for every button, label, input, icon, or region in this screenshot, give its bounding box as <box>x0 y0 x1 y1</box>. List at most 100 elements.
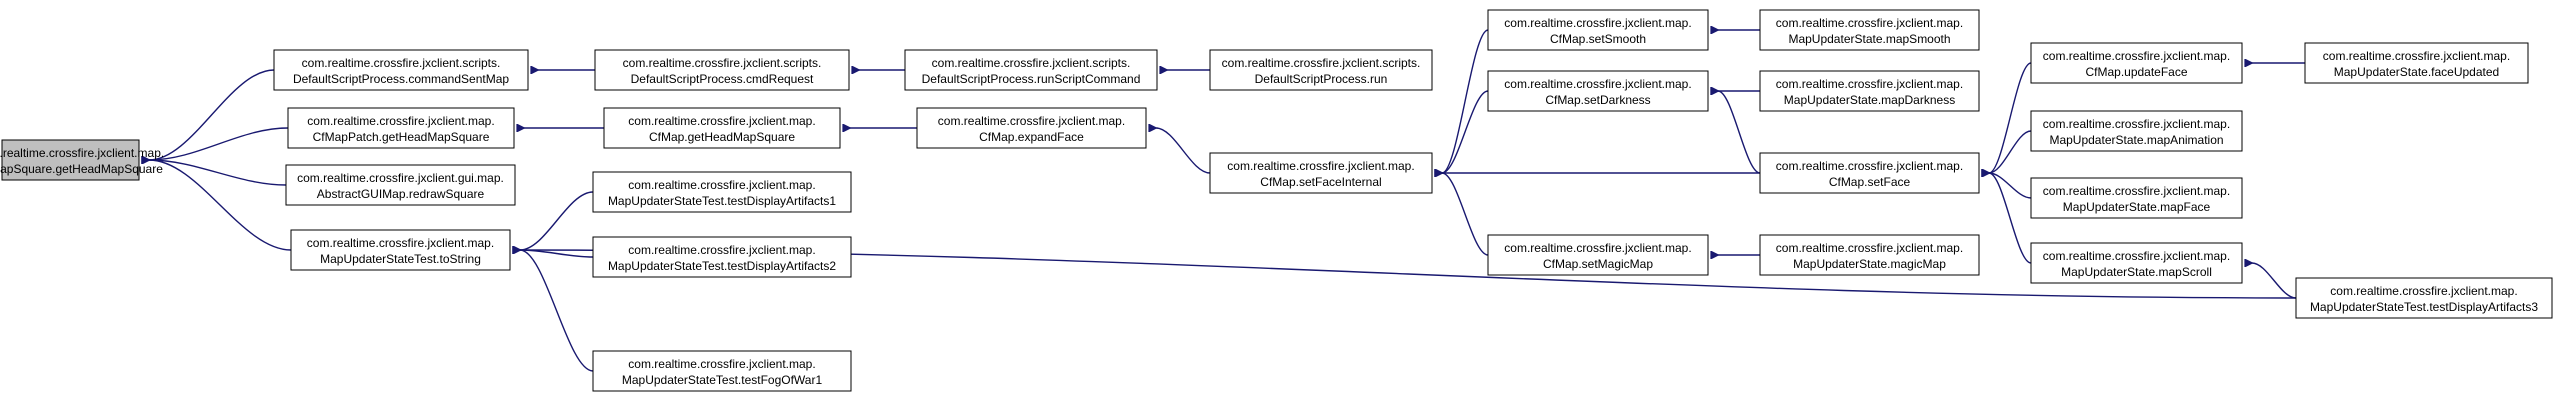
node-box <box>2030 242 2243 284</box>
node-method-label: DefaultScriptProcess.commandSentMap <box>293 72 509 86</box>
node-box <box>1487 234 1709 276</box>
node-box <box>594 49 850 91</box>
edge-cfmap-updateface-to-cfmap-setface <box>1989 62 2032 173</box>
node-package-label: com.realtime.crossfire.jxclient.scripts. <box>623 56 822 70</box>
edge-mus-mapanimation-to-cfmap-setface <box>1989 130 2032 173</box>
node-box <box>904 49 1158 91</box>
node-package-label: com.realtime.crossfire.jxclient.map. <box>938 114 1125 128</box>
node-dsp-cmdrequest[interactable]: com.realtime.crossfire.jxclient.scripts.… <box>594 49 850 91</box>
node-package-label: com.realtime.crossfire.jxclient.map. <box>628 178 815 192</box>
node-package-label: com.realtime.crossfire.jxclient.map. <box>1504 77 1691 91</box>
node-method-label: CfMap.setDarkness <box>1545 93 1650 107</box>
node-method-label: MapUpdaterState.mapScroll <box>2061 265 2212 279</box>
node-package-label: com.realtime.crossfire.jxclient.scripts. <box>932 56 1131 70</box>
node-box <box>2295 277 2553 319</box>
node-must-testda1[interactable]: com.realtime.crossfire.jxclient.map.MapU… <box>592 171 852 213</box>
node-box <box>592 171 852 213</box>
node-method-label: CfMap.setMagicMap <box>1543 257 1653 271</box>
node-method-label: MapUpdaterStateTest.testFogOfWar1 <box>622 373 823 387</box>
node-box <box>290 229 511 271</box>
node-method-label: DefaultScriptProcess.runScriptCommand <box>922 72 1141 86</box>
nodes: com.realtime.crossfire.jxclient.map. CfMa… <box>0 9 2553 392</box>
node-box <box>285 164 516 206</box>
node-cfmap-setsmooth[interactable]: com.realtime.crossfire.jxclient.map. CfMa… <box>1487 9 1709 51</box>
node-package-label: com.realtime.crossfire.jxclient.map. <box>1504 16 1691 30</box>
node-cfmap-setmagicmap[interactable]: com.realtime.crossfire.jxclient.map. CfMa… <box>1487 234 1709 276</box>
node-method-label: MapUpdaterState.mapFace <box>2063 200 2211 214</box>
node-mus-mapface[interactable]: com.realtime.crossfire.jxclient.map. MapU… <box>2030 177 2243 219</box>
node-cfmap-setfaceinternal[interactable]: com.realtime.crossfire.jxclient.map. CfMa… <box>1209 152 1433 194</box>
node-package-label: com.realtime.crossfire.jxclient.map. <box>2330 284 2517 298</box>
node-box <box>2030 42 2243 84</box>
node-package-label: com.realtime.crossfire.jxclient.map. <box>1776 241 1963 255</box>
node-abstractgui-redraw[interactable]: com.realtime.crossfire.jxclient.gui.map.… <box>285 164 516 206</box>
node-dsp-run[interactable]: com.realtime.crossfire.jxclient.scripts.… <box>1209 49 1433 91</box>
node-method-label: MapUpdaterState.mapAnimation <box>2049 133 2223 147</box>
node-package-label: com.realtime.crossfire.jxclient.map. <box>2043 49 2230 63</box>
node-package-label: com.realtime.crossfire.jxclient.scripts. <box>302 56 501 70</box>
node-mus-magicmap[interactable]: com.realtime.crossfire.jxclient.map. MapU… <box>1759 234 1980 276</box>
node-method-label: CfMap.setSmooth <box>1550 32 1646 46</box>
node-method-label: CfMap.setFaceInternal <box>1260 175 1381 189</box>
node-box <box>2030 110 2243 152</box>
node-package-label: com.realtime.crossfire.jxclient.map. <box>2323 49 2510 63</box>
node-box <box>273 49 529 91</box>
node-box <box>592 236 852 278</box>
edge-cfmap-setdarkness-to-cfmap-setfaceinternal <box>1442 90 1489 173</box>
node-cfmap-setdarkness[interactable]: com.realtime.crossfire.jxclient.map. CfMa… <box>1487 70 1709 112</box>
node-box <box>603 107 841 149</box>
edge-cfmappatch-gethead-to-root <box>149 127 289 160</box>
node-method-label: CfMapSquare.getHeadMapSquare <box>0 162 163 176</box>
node-method-label: MapUpdaterState.mapSmooth <box>1788 32 1950 46</box>
node-package-label: com.realtime.crossfire.jxclient.map. <box>2043 249 2230 263</box>
node-dsp-commandsentmap[interactable]: com.realtime.crossfire.jxclient.scripts.… <box>273 49 529 91</box>
node-cfmap-updateface[interactable]: com.realtime.crossfire.jxclient.map. CfMa… <box>2030 42 2243 84</box>
node-method-label: MapUpdaterState.magicMap <box>1793 257 1946 271</box>
node-mus-mapanimation[interactable]: com.realtime.crossfire.jxclient.map.MapU… <box>2030 110 2243 152</box>
node-box <box>1487 70 1709 112</box>
node-box <box>916 107 1147 149</box>
edge-abstractgui-redraw-to-root <box>149 160 287 186</box>
node-must-tostring[interactable]: com.realtime.crossfire.jxclient.map.MapU… <box>290 229 511 271</box>
node-package-label: com.realtime.crossfire.jxclient.map. <box>1776 77 1963 91</box>
node-box <box>1759 234 1980 276</box>
node-box <box>592 350 852 392</box>
edge-cfmap-setface-to-cfmap-setdarkness <box>1718 91 1761 174</box>
node-must-testfog[interactable]: com.realtime.crossfire.jxclient.map.MapU… <box>592 350 852 392</box>
node-method-label: CfMap.expandFace <box>979 130 1084 144</box>
node-cfmappatch-gethead[interactable]: com.realtime.crossfire.jxclient.map. CfMa… <box>287 107 515 149</box>
node-method-label: MapUpdaterStateTest.testDisplayArtifacts… <box>2310 300 2538 314</box>
node-method-label: CfMap.updateFace <box>2085 65 2187 79</box>
node-box <box>2030 177 2243 219</box>
node-box <box>1 139 140 181</box>
node-package-label: com.realtime.crossfire.jxclient.scripts. <box>1222 56 1421 70</box>
node-mus-mapscroll[interactable]: com.realtime.crossfire.jxclient.map. MapU… <box>2030 242 2243 284</box>
node-method-label: DefaultScriptProcess.cmdRequest <box>631 72 814 86</box>
node-package-label: com.realtime.crossfire.jxclient.map. <box>1776 16 1963 30</box>
node-must-testda2[interactable]: com.realtime.crossfire.jxclient.map. MapU… <box>592 236 852 278</box>
node-box <box>2304 42 2529 84</box>
node-package-label: com.realtime.crossfire.jxclient.map. <box>1227 159 1414 173</box>
node-cfmap-gethead[interactable]: com.realtime.crossfire.jxclient.map.CfMa… <box>603 107 841 149</box>
node-method-label: CfMapPatch.getHeadMapSquare <box>313 130 490 144</box>
edge-cfmap-setsmooth-to-cfmap-setfaceinternal <box>1442 29 1489 173</box>
node-mus-faceupdated[interactable]: com.realtime.crossfire.jxclient.map. MapU… <box>2304 42 2529 84</box>
node-cfmap-expandface[interactable]: com.realtime.crossfire.jxclient.map. CfMa… <box>916 107 1147 149</box>
node-method-label: MapUpdaterState.faceUpdated <box>2334 65 2499 79</box>
node-mus-mapdarkness[interactable]: com.realtime.crossfire.jxclient.map.MapU… <box>1759 70 1980 112</box>
node-must-testda3[interactable]: com.realtime.crossfire.jxclient.map. MapU… <box>2295 277 2553 319</box>
edge-dsp-commandsentmap-to-root <box>149 69 275 160</box>
node-root[interactable]: com.realtime.crossfire.jxclient.map.CfMa… <box>0 139 164 181</box>
node-package-label: com.realtime.crossfire.jxclient.map. <box>628 243 815 257</box>
node-package-label: com.realtime.crossfire.jxclient.map. <box>2043 184 2230 198</box>
node-package-label: com.realtime.crossfire.jxclient.map. <box>1504 241 1691 255</box>
node-method-label: MapUpdaterStateTest.testDisplayArtifacts… <box>608 259 836 273</box>
node-package-label: com.realtime.crossfire.jxclient.map. <box>307 114 494 128</box>
node-mus-mapsmooth[interactable]: com.realtime.crossfire.jxclient.map. MapU… <box>1759 9 1980 51</box>
edge-must-tostring-to-root <box>149 160 292 251</box>
node-cfmap-setface[interactable]: com.realtime.crossfire.jxclient.map.CfMa… <box>1759 152 1980 194</box>
node-dsp-runscript[interactable]: com.realtime.crossfire.jxclient.scripts.… <box>904 49 1158 91</box>
node-method-label: AbstractGUIMap.redrawSquare <box>317 187 485 201</box>
node-package-label: com.realtime.crossfire.jxclient.map. <box>307 236 494 250</box>
